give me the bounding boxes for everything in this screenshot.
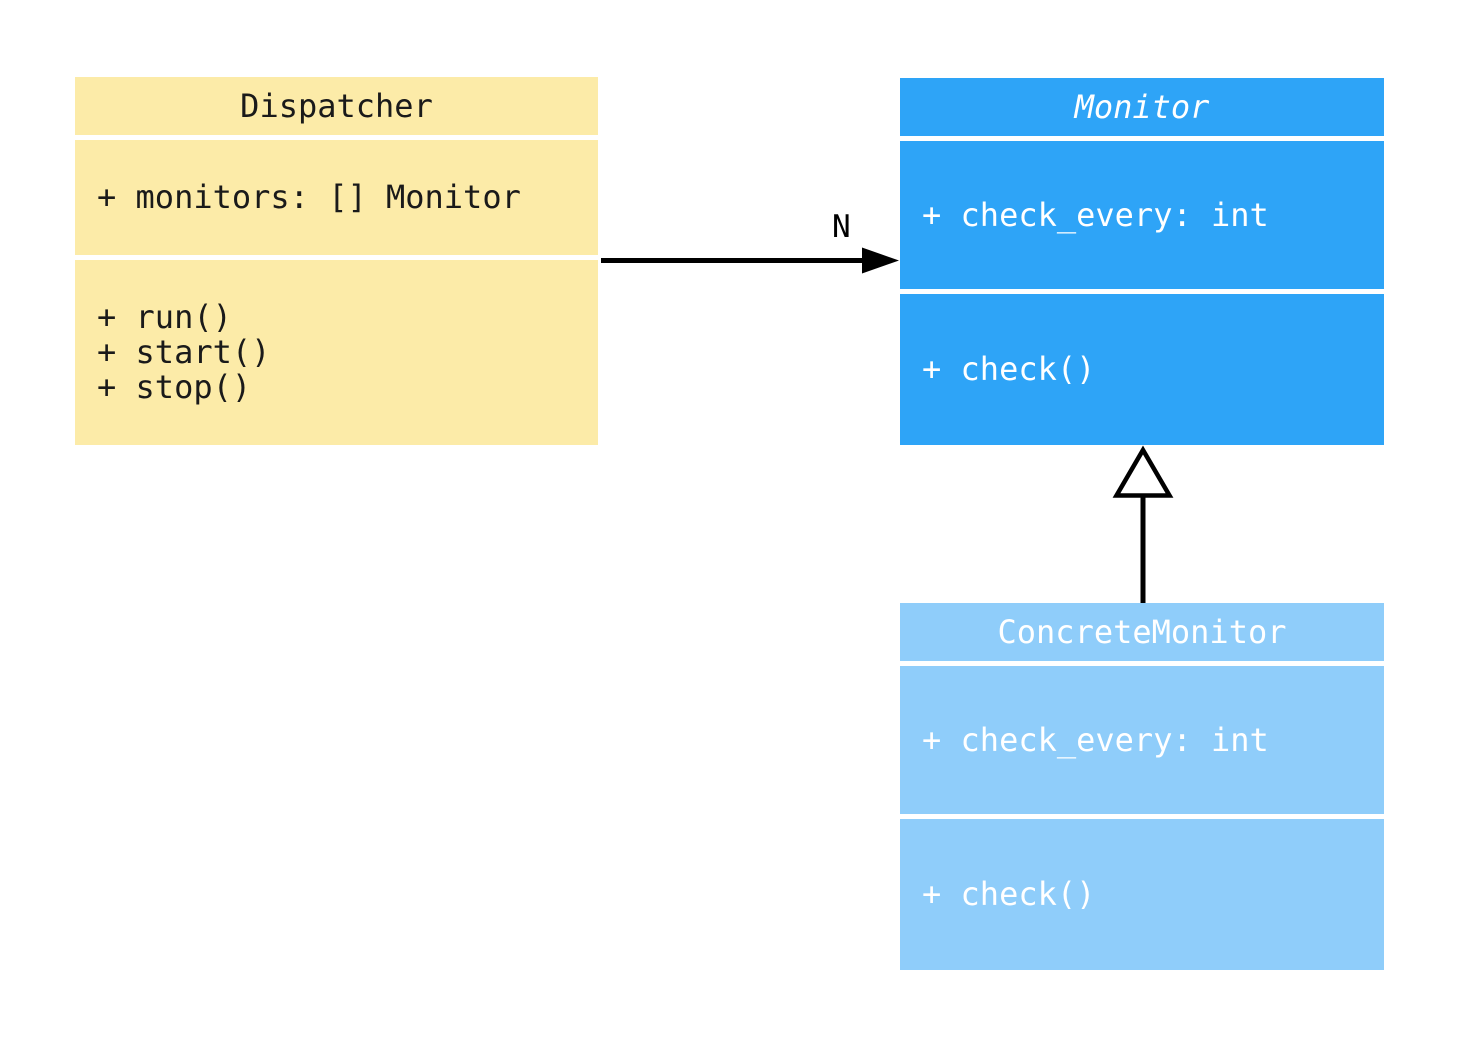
- class-attributes-monitor: + check_every: int: [900, 141, 1384, 289]
- method-line: + check(): [922, 875, 1096, 913]
- association-multiplicity-label: N: [832, 209, 851, 245]
- class-box-concretemonitor: ConcreteMonitor + check_every: int + che…: [900, 603, 1384, 970]
- attribute-line: + check_every: int: [922, 720, 1269, 759]
- class-methods-monitor: + check(): [900, 294, 1384, 445]
- method-line: + check(): [922, 350, 1096, 388]
- class-box-monitor: Monitor + check_every: int + check(): [900, 78, 1384, 445]
- inheritance-edge-concretemonitor-monitor: [1112, 445, 1174, 603]
- filled-arrowhead-icon: [862, 247, 899, 274]
- method-line: + start(): [97, 333, 271, 371]
- class-title-concretemonitor: ConcreteMonitor: [900, 603, 1384, 661]
- class-attributes-concretemonitor: + check_every: int: [900, 666, 1384, 814]
- method-line: + stop(): [97, 368, 252, 406]
- association-edge-dispatcher-monitor: [601, 247, 899, 274]
- class-title-monitor: Monitor: [900, 78, 1384, 136]
- class-box-dispatcher: Dispatcher + monitors: [] Monitor + run(…: [75, 77, 598, 445]
- class-methods-concretemonitor: + check(): [900, 819, 1384, 970]
- method-line: + run(): [97, 298, 232, 336]
- class-title-dispatcher: Dispatcher: [75, 77, 598, 135]
- attribute-line: + check_every: int: [922, 195, 1269, 234]
- hollow-triangle-arrowhead-icon: [1112, 445, 1174, 498]
- attribute-line: + monitors: [] Monitor: [97, 178, 521, 216]
- class-methods-dispatcher: + run() + start() + stop(): [75, 260, 598, 445]
- class-attributes-dispatcher: + monitors: [] Monitor: [75, 140, 598, 255]
